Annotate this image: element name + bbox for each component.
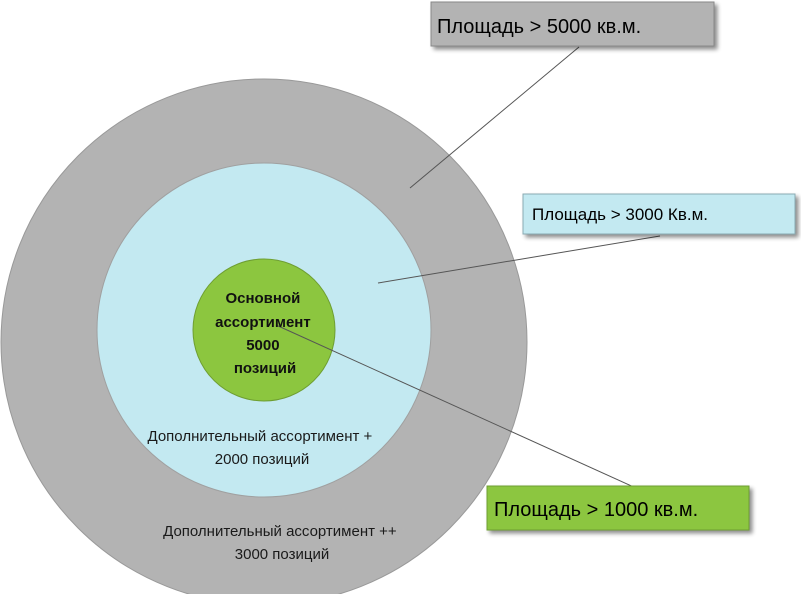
core-label-line: Основной xyxy=(225,290,300,307)
callout-medium-text: Площадь > 3000 Кв.м. xyxy=(532,205,708,224)
core-label-line: 5000 xyxy=(246,337,279,354)
leader-line-medium xyxy=(377,235,661,284)
outer-ring-label: Дополнительный ассортимент ++ 3000 позиц… xyxy=(163,523,401,563)
leader-line-small xyxy=(275,324,637,489)
leader-line-large xyxy=(409,46,580,189)
callout-small-box xyxy=(486,485,750,531)
outer-ring-label-line: Дополнительный ассортимент ++ xyxy=(163,523,397,540)
callout-large-text: Площадь > 5000 кв.м. xyxy=(437,16,641,38)
inner-ring-label-line: 2000 позиций xyxy=(215,451,309,468)
core-label: Основной ассортимент 5000 позиций xyxy=(215,290,315,377)
callout-small: Площадь > 1000 кв.м. xyxy=(486,485,750,531)
core-label-line: ассортимент xyxy=(215,314,311,331)
callout-medium: Площадь > 3000 Кв.м. xyxy=(522,193,796,235)
callout-medium-box xyxy=(522,193,796,235)
inner-ring-label: Дополнительный ассортимент + 2000 позици… xyxy=(148,428,377,468)
callout-large-box xyxy=(430,1,715,47)
callout-large: Площадь > 5000 кв.м. xyxy=(430,1,715,47)
core-label-line: позиций xyxy=(234,360,296,377)
outer-ring-label-line: 3000 позиций xyxy=(235,546,329,563)
callout-small-text: Площадь > 1000 кв.м. xyxy=(494,499,698,521)
inner-ring-label-line: Дополнительный ассортимент + xyxy=(148,428,373,445)
core-circle xyxy=(192,258,336,402)
